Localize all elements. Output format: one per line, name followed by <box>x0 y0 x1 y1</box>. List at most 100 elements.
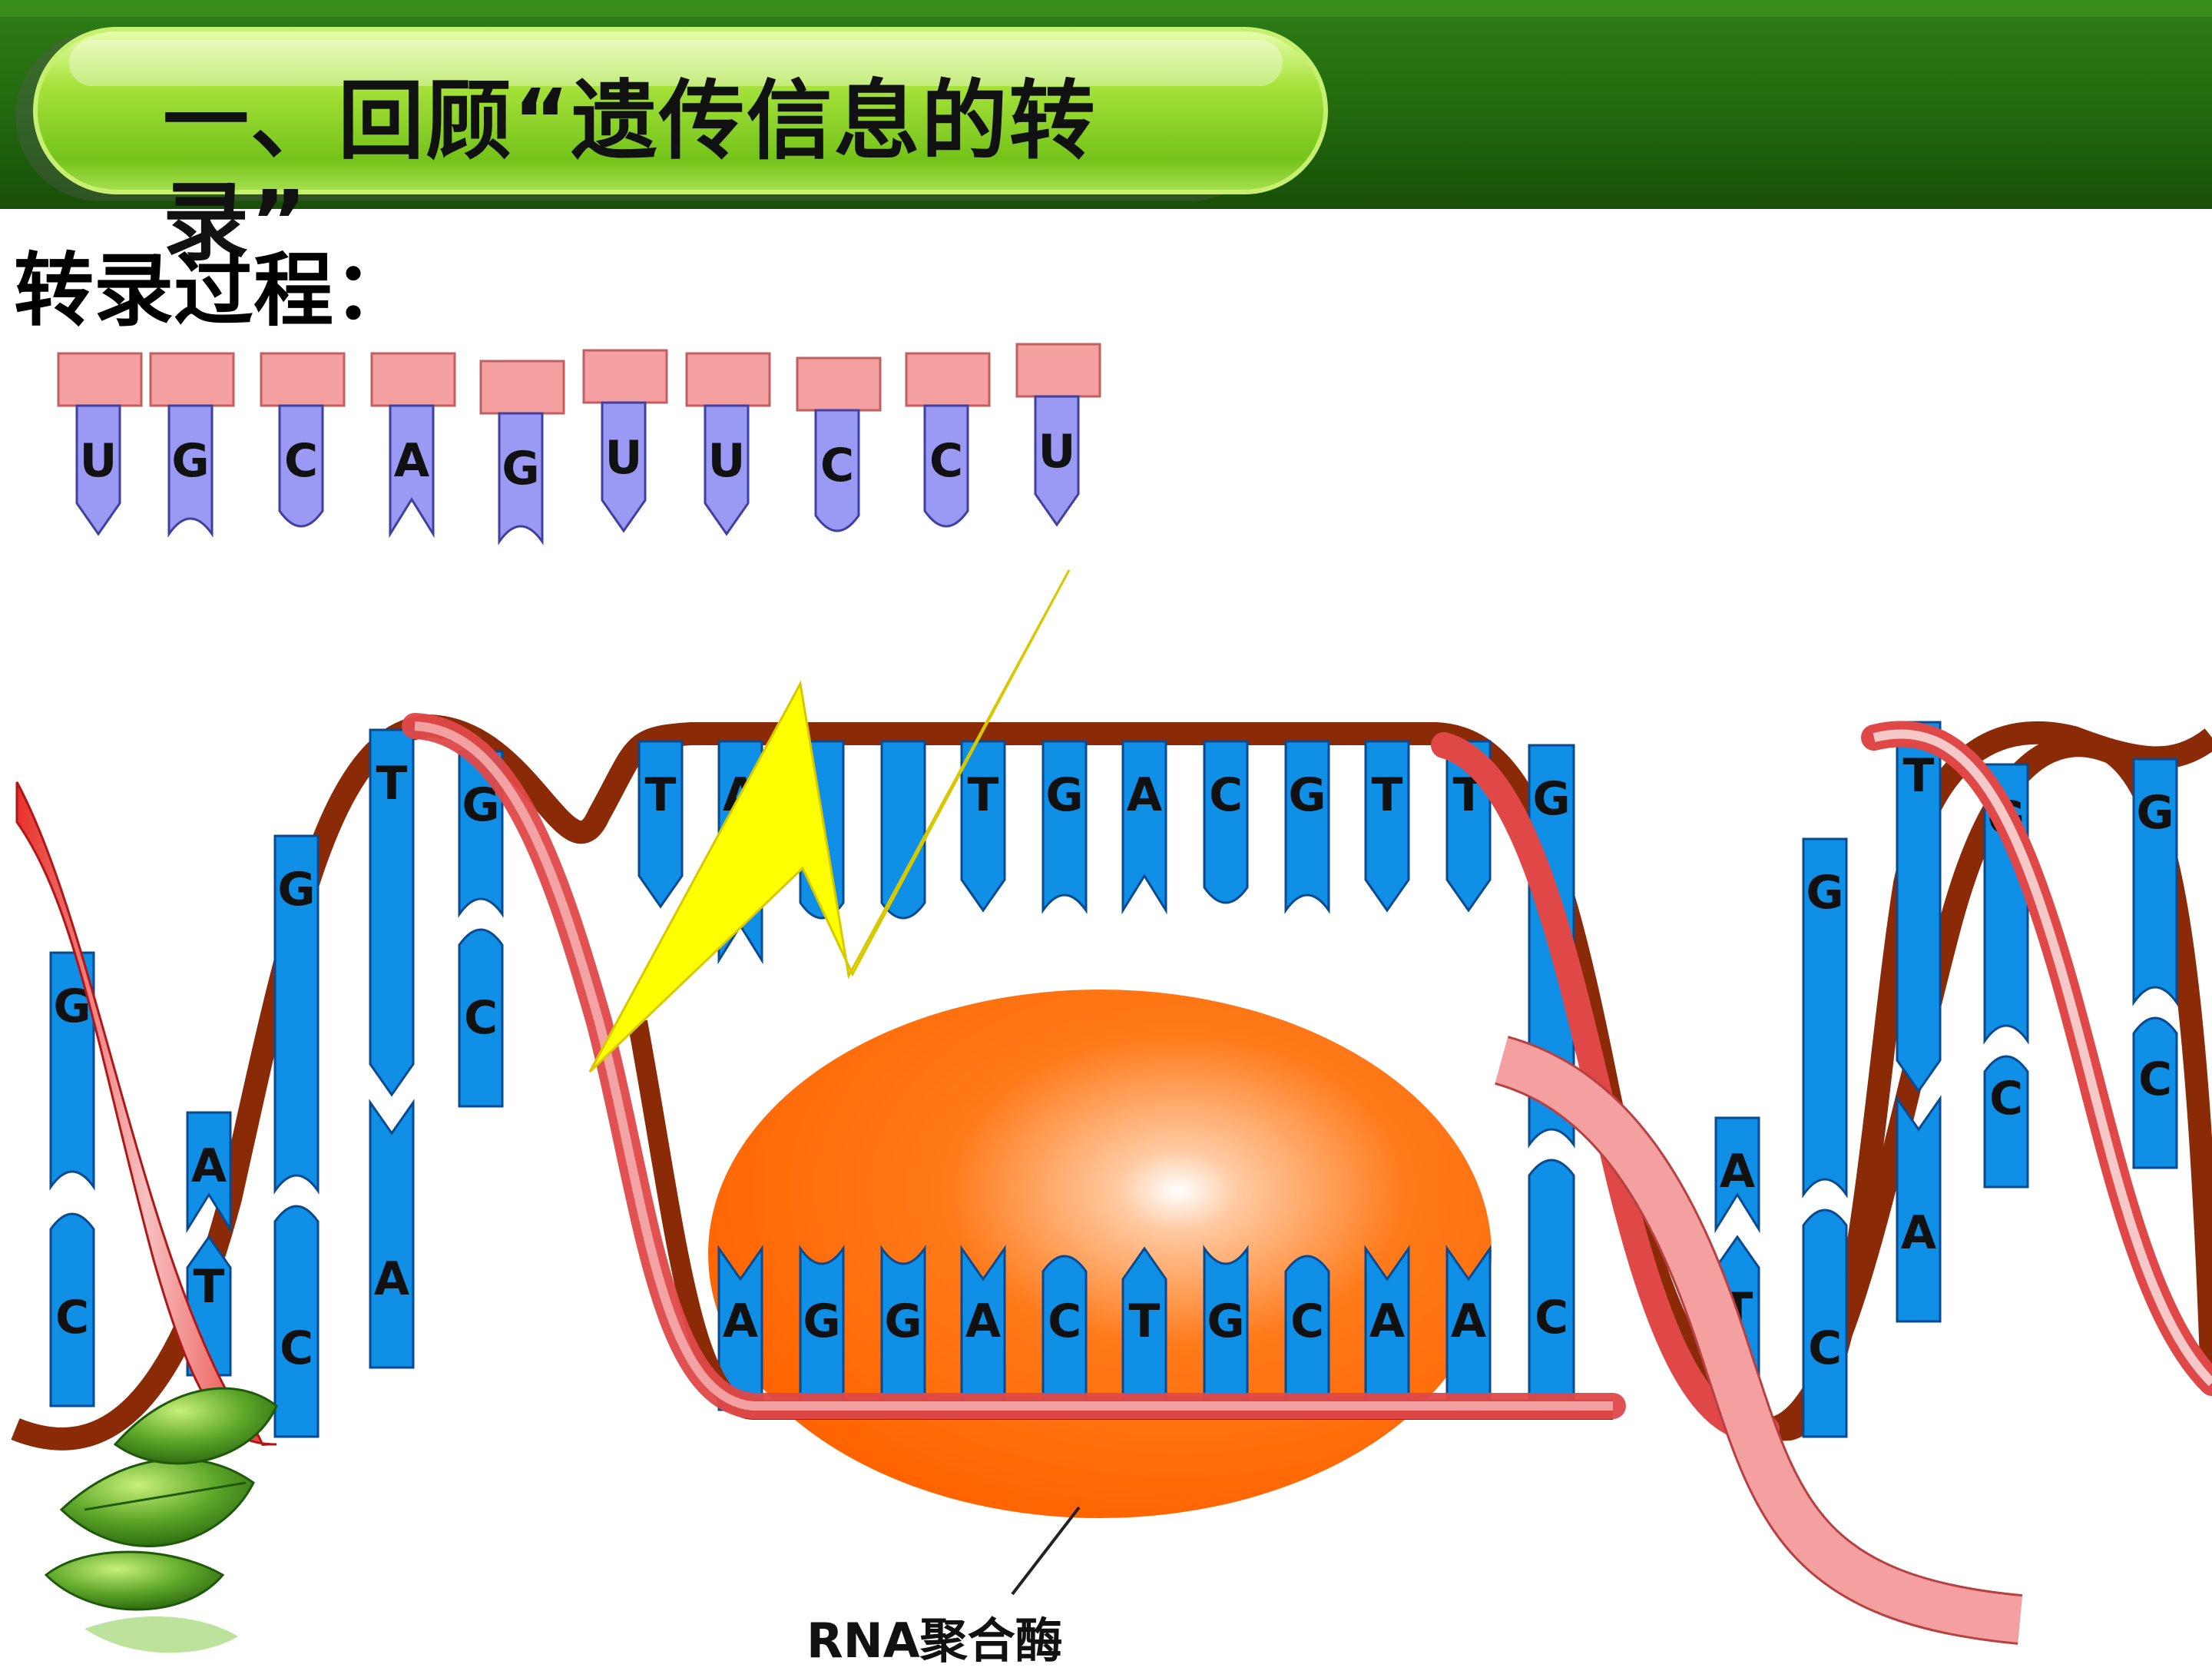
base-letter: G <box>1806 866 1843 920</box>
nucleotide-letter: U <box>708 434 746 488</box>
base-bar: C <box>1983 1055 2029 1189</box>
free-nucleotide: C <box>260 352 346 528</box>
base-letter: A <box>374 1252 410 1306</box>
base-letter: C <box>1048 1295 1081 1348</box>
nucleotide-letter: U <box>605 431 643 485</box>
mrna-ribbon <box>1494 1036 2023 1645</box>
base-letter: C <box>1290 1295 1324 1348</box>
free-nucleotide: U <box>57 352 143 536</box>
base-letter: C <box>1535 1291 1568 1344</box>
base-bar: A <box>186 1111 232 1234</box>
nucleotide-letter: U <box>1038 425 1076 479</box>
base-bar: T <box>1896 721 1942 1093</box>
base-bar: G <box>1203 1245 1249 1411</box>
base-bar: G <box>273 834 320 1195</box>
base-letter: C <box>55 1291 89 1344</box>
base-letter: T <box>1129 1295 1161 1348</box>
base-bar: A <box>1445 1245 1492 1411</box>
nucleotide-letter: G <box>171 434 209 488</box>
nucleotide-letter: G <box>502 442 539 496</box>
base-letter: C <box>2138 1053 2172 1106</box>
nucleotide-letter: A <box>394 434 430 488</box>
base-letter: G <box>803 1295 840 1348</box>
free-nucleotide: U <box>1015 343 1101 527</box>
base-letter: G <box>1288 768 1326 822</box>
base-bar: C <box>1041 1255 1088 1411</box>
title-pill <box>33 27 1328 194</box>
base-letter: A <box>1451 1295 1487 1348</box>
base-bar: G <box>49 951 95 1191</box>
nucleotide-letter: U <box>80 434 118 488</box>
base-bar: G <box>880 1245 926 1411</box>
nucleotide-letter: C <box>284 434 318 488</box>
section-subtitle: 转录过程： <box>14 244 414 337</box>
base-letter: T <box>645 768 677 822</box>
base-letter: G <box>2136 786 2174 840</box>
dna-front-ribbon <box>15 713 2212 1645</box>
base-letter: A <box>1369 1295 1406 1348</box>
base-letter: T <box>194 1260 225 1314</box>
base-bar: T <box>960 740 1006 913</box>
free-nucleotide: G <box>479 360 565 545</box>
base-bar: G <box>1284 740 1330 914</box>
base-bar: C <box>273 1205 320 1438</box>
base-letter: G <box>1045 768 1083 822</box>
base-bar: T <box>369 728 415 1097</box>
free-nucleotide: G <box>149 352 235 538</box>
base-letter: A <box>1127 768 1163 822</box>
base-bar: C <box>49 1212 95 1407</box>
lightning-bolt-icon <box>588 569 1071 1073</box>
base-bar: A <box>1364 1245 1410 1411</box>
base-bar: C <box>1284 1255 1330 1411</box>
free-nucleotide: A <box>370 352 456 539</box>
base-letter: A <box>965 1295 1002 1348</box>
base-bar: A <box>369 1099 415 1369</box>
base-letter: G <box>884 1295 922 1348</box>
base-bar: C <box>1203 740 1249 904</box>
free-nucleotide: U <box>582 349 668 533</box>
base-bar: A <box>1121 740 1167 915</box>
base-bar: T <box>1364 740 1410 913</box>
base-letter: T <box>968 768 999 822</box>
base-bar: T <box>637 740 684 909</box>
base-letter: T <box>1372 768 1403 822</box>
dna-double-helix: GCATGCTAGCTATGACGTTGCATGCTAGCGC <box>11 714 2212 1451</box>
base-letter: C <box>1808 1321 1842 1375</box>
base-bar: C <box>2132 1016 2178 1169</box>
free-nucleotide: C <box>796 356 882 532</box>
base-letter: A <box>723 1295 759 1348</box>
base-bar: C <box>1528 1159 1575 1407</box>
base-bar: G <box>2132 758 2178 1006</box>
slide-title: 一、回顾“遗传信息的转录” <box>163 71 1097 273</box>
base-bar: A <box>1896 1095 1942 1323</box>
base-bar: T <box>1121 1246 1167 1411</box>
base-bar: A <box>1714 1116 1760 1234</box>
base-letter: A <box>1720 1145 1756 1199</box>
base-letter: G <box>1207 1295 1244 1348</box>
enzyme-pointer-line <box>1011 1506 1081 1596</box>
base-bar: G <box>1041 740 1088 914</box>
base-bar: A <box>960 1245 1006 1411</box>
base-letter: G <box>277 863 315 917</box>
free-nucleotide: C <box>905 352 991 528</box>
nucleotide-letter: C <box>929 434 963 488</box>
base-letter: C <box>1209 768 1243 822</box>
base-bar: G <box>1802 837 1848 1199</box>
base-bar: G <box>799 1245 845 1411</box>
leaf-icon <box>44 1387 278 1653</box>
base-letter: C <box>464 991 498 1045</box>
base-letter: C <box>1989 1072 2023 1126</box>
rna-polymerase-enzyme <box>708 990 1492 1518</box>
base-letter: T <box>1903 749 1935 803</box>
base-bar: C <box>1802 1208 1848 1438</box>
base-letter: G <box>1532 772 1570 826</box>
base-letter: A <box>1901 1206 1937 1260</box>
base-letter: A <box>191 1139 227 1193</box>
free-nucleotide: U <box>685 352 771 536</box>
base-bar <box>880 740 926 920</box>
enzyme-label: RNA聚合酶 <box>806 1613 1063 1669</box>
base-letter: T <box>376 757 408 811</box>
base-bar: C <box>458 928 504 1108</box>
